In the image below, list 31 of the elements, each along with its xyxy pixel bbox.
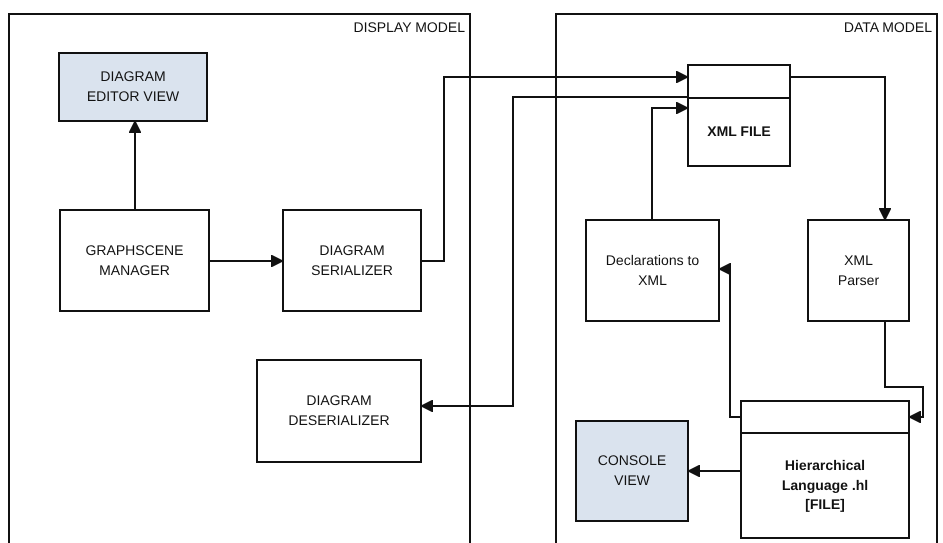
box-label: DIAGRAM SERIALIZER bbox=[310, 240, 394, 280]
process-box bbox=[687, 64, 791, 167]
connector-arrow bbox=[210, 254, 284, 268]
connector-arrow bbox=[422, 70, 688, 262]
process-box bbox=[59, 209, 210, 312]
process-box bbox=[58, 52, 208, 122]
process-box bbox=[282, 209, 422, 312]
connector-arrow bbox=[791, 76, 892, 220]
box-label: DIAGRAM EDITOR VIEW bbox=[86, 67, 180, 106]
connector-arrow bbox=[718, 262, 740, 418]
group-panel bbox=[8, 13, 471, 543]
connector-arrow bbox=[420, 96, 687, 412]
panel-title: DATA MODEL bbox=[844, 19, 932, 35]
box-label: Hierarchical Language .hl [FILE] bbox=[780, 456, 870, 514]
box-label: GRAPHSCENE MANAGER bbox=[84, 240, 185, 280]
box-label: DIAGRAM DESERIALIZER bbox=[287, 391, 391, 430]
group-panel bbox=[555, 13, 938, 543]
box-label: Declarations to XML bbox=[604, 250, 700, 290]
process-box bbox=[575, 420, 689, 522]
connector-arrow bbox=[884, 322, 924, 424]
connector-arrow bbox=[651, 102, 688, 219]
box-label: XML FILE bbox=[706, 122, 772, 142]
panel-title: DISPLAY MODEL bbox=[353, 19, 465, 35]
process-box bbox=[585, 219, 720, 322]
connector-arrow bbox=[128, 120, 142, 209]
connector-arrow bbox=[688, 464, 740, 478]
box-label: XML Parser bbox=[836, 250, 880, 290]
process-box bbox=[256, 359, 422, 463]
process-box bbox=[740, 400, 910, 539]
process-box bbox=[807, 219, 910, 322]
box-label: CONSOLE VIEW bbox=[596, 451, 668, 490]
